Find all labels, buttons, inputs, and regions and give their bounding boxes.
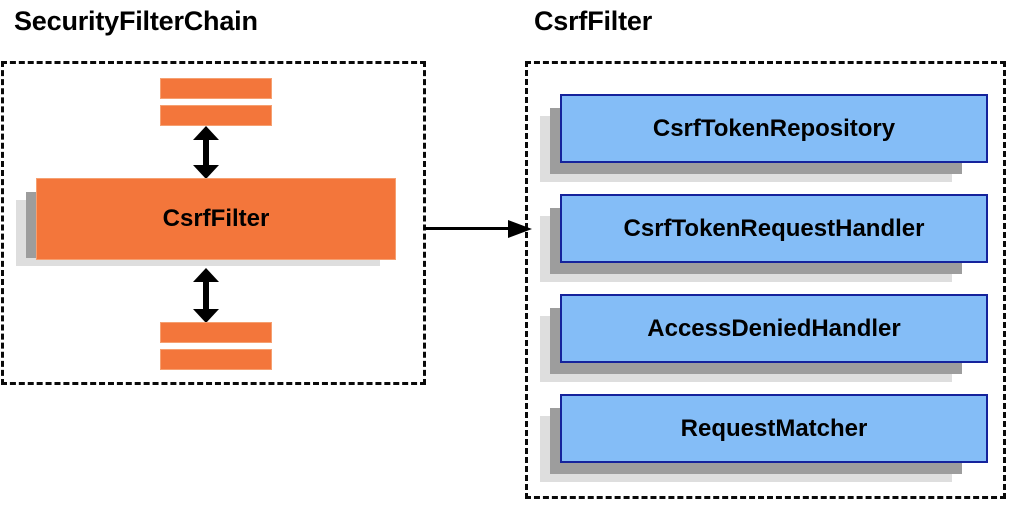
block-face: CsrfTokenRequestHandler <box>560 194 988 263</box>
double-arrow-above-csrf-filter <box>193 126 219 179</box>
arrow-head-up-icon <box>193 268 219 282</box>
filter-stub-bottom-2 <box>160 349 272 370</box>
connector-arrow-to-csrf-filter <box>424 219 532 239</box>
block-face: RequestMatcher <box>560 394 988 463</box>
arrow-head-down-icon <box>193 165 219 179</box>
component-block-access-denied-handler[interactable]: AccessDeniedHandler <box>540 294 988 388</box>
filter-stub-top-1 <box>160 78 272 99</box>
component-block-label: RequestMatcher <box>680 414 868 442</box>
csrf-filter-block-label: CsrfFilter <box>162 205 270 232</box>
arrow-shaft <box>424 227 512 230</box>
panel-title-security-filter-chain: SecurityFilterChain <box>14 6 258 36</box>
double-arrow-below-csrf-filter <box>193 268 219 323</box>
csrf-filter-block[interactable]: CsrfFilter <box>16 178 396 286</box>
arrow-shaft <box>203 279 209 312</box>
arrow-head-up-icon <box>193 126 219 140</box>
arrow-shaft <box>203 137 209 168</box>
filter-stub-top-2 <box>160 105 272 126</box>
component-block-csrf-token-request-handler[interactable]: CsrfTokenRequestHandler <box>540 194 988 288</box>
panel-title-csrf-filter: CsrfFilter <box>534 6 653 36</box>
block-face: CsrfTokenRepository <box>560 94 988 163</box>
csrf-filter-panel <box>525 61 1006 499</box>
security-filter-chain-panel <box>1 61 426 385</box>
filter-stub-bottom-1 <box>160 322 272 343</box>
arrow-head-down-icon <box>193 309 219 323</box>
component-block-csrf-token-repository[interactable]: CsrfTokenRepository <box>540 94 988 188</box>
component-block-label: CsrfTokenRequestHandler <box>623 214 925 242</box>
component-block-label: CsrfTokenRepository <box>652 114 896 142</box>
block-face: AccessDeniedHandler <box>560 294 988 363</box>
block-face: CsrfFilter <box>36 178 396 260</box>
component-block-label: AccessDeniedHandler <box>647 314 901 342</box>
arrow-head-right-icon <box>508 220 532 238</box>
component-block-request-matcher[interactable]: RequestMatcher <box>540 394 988 488</box>
